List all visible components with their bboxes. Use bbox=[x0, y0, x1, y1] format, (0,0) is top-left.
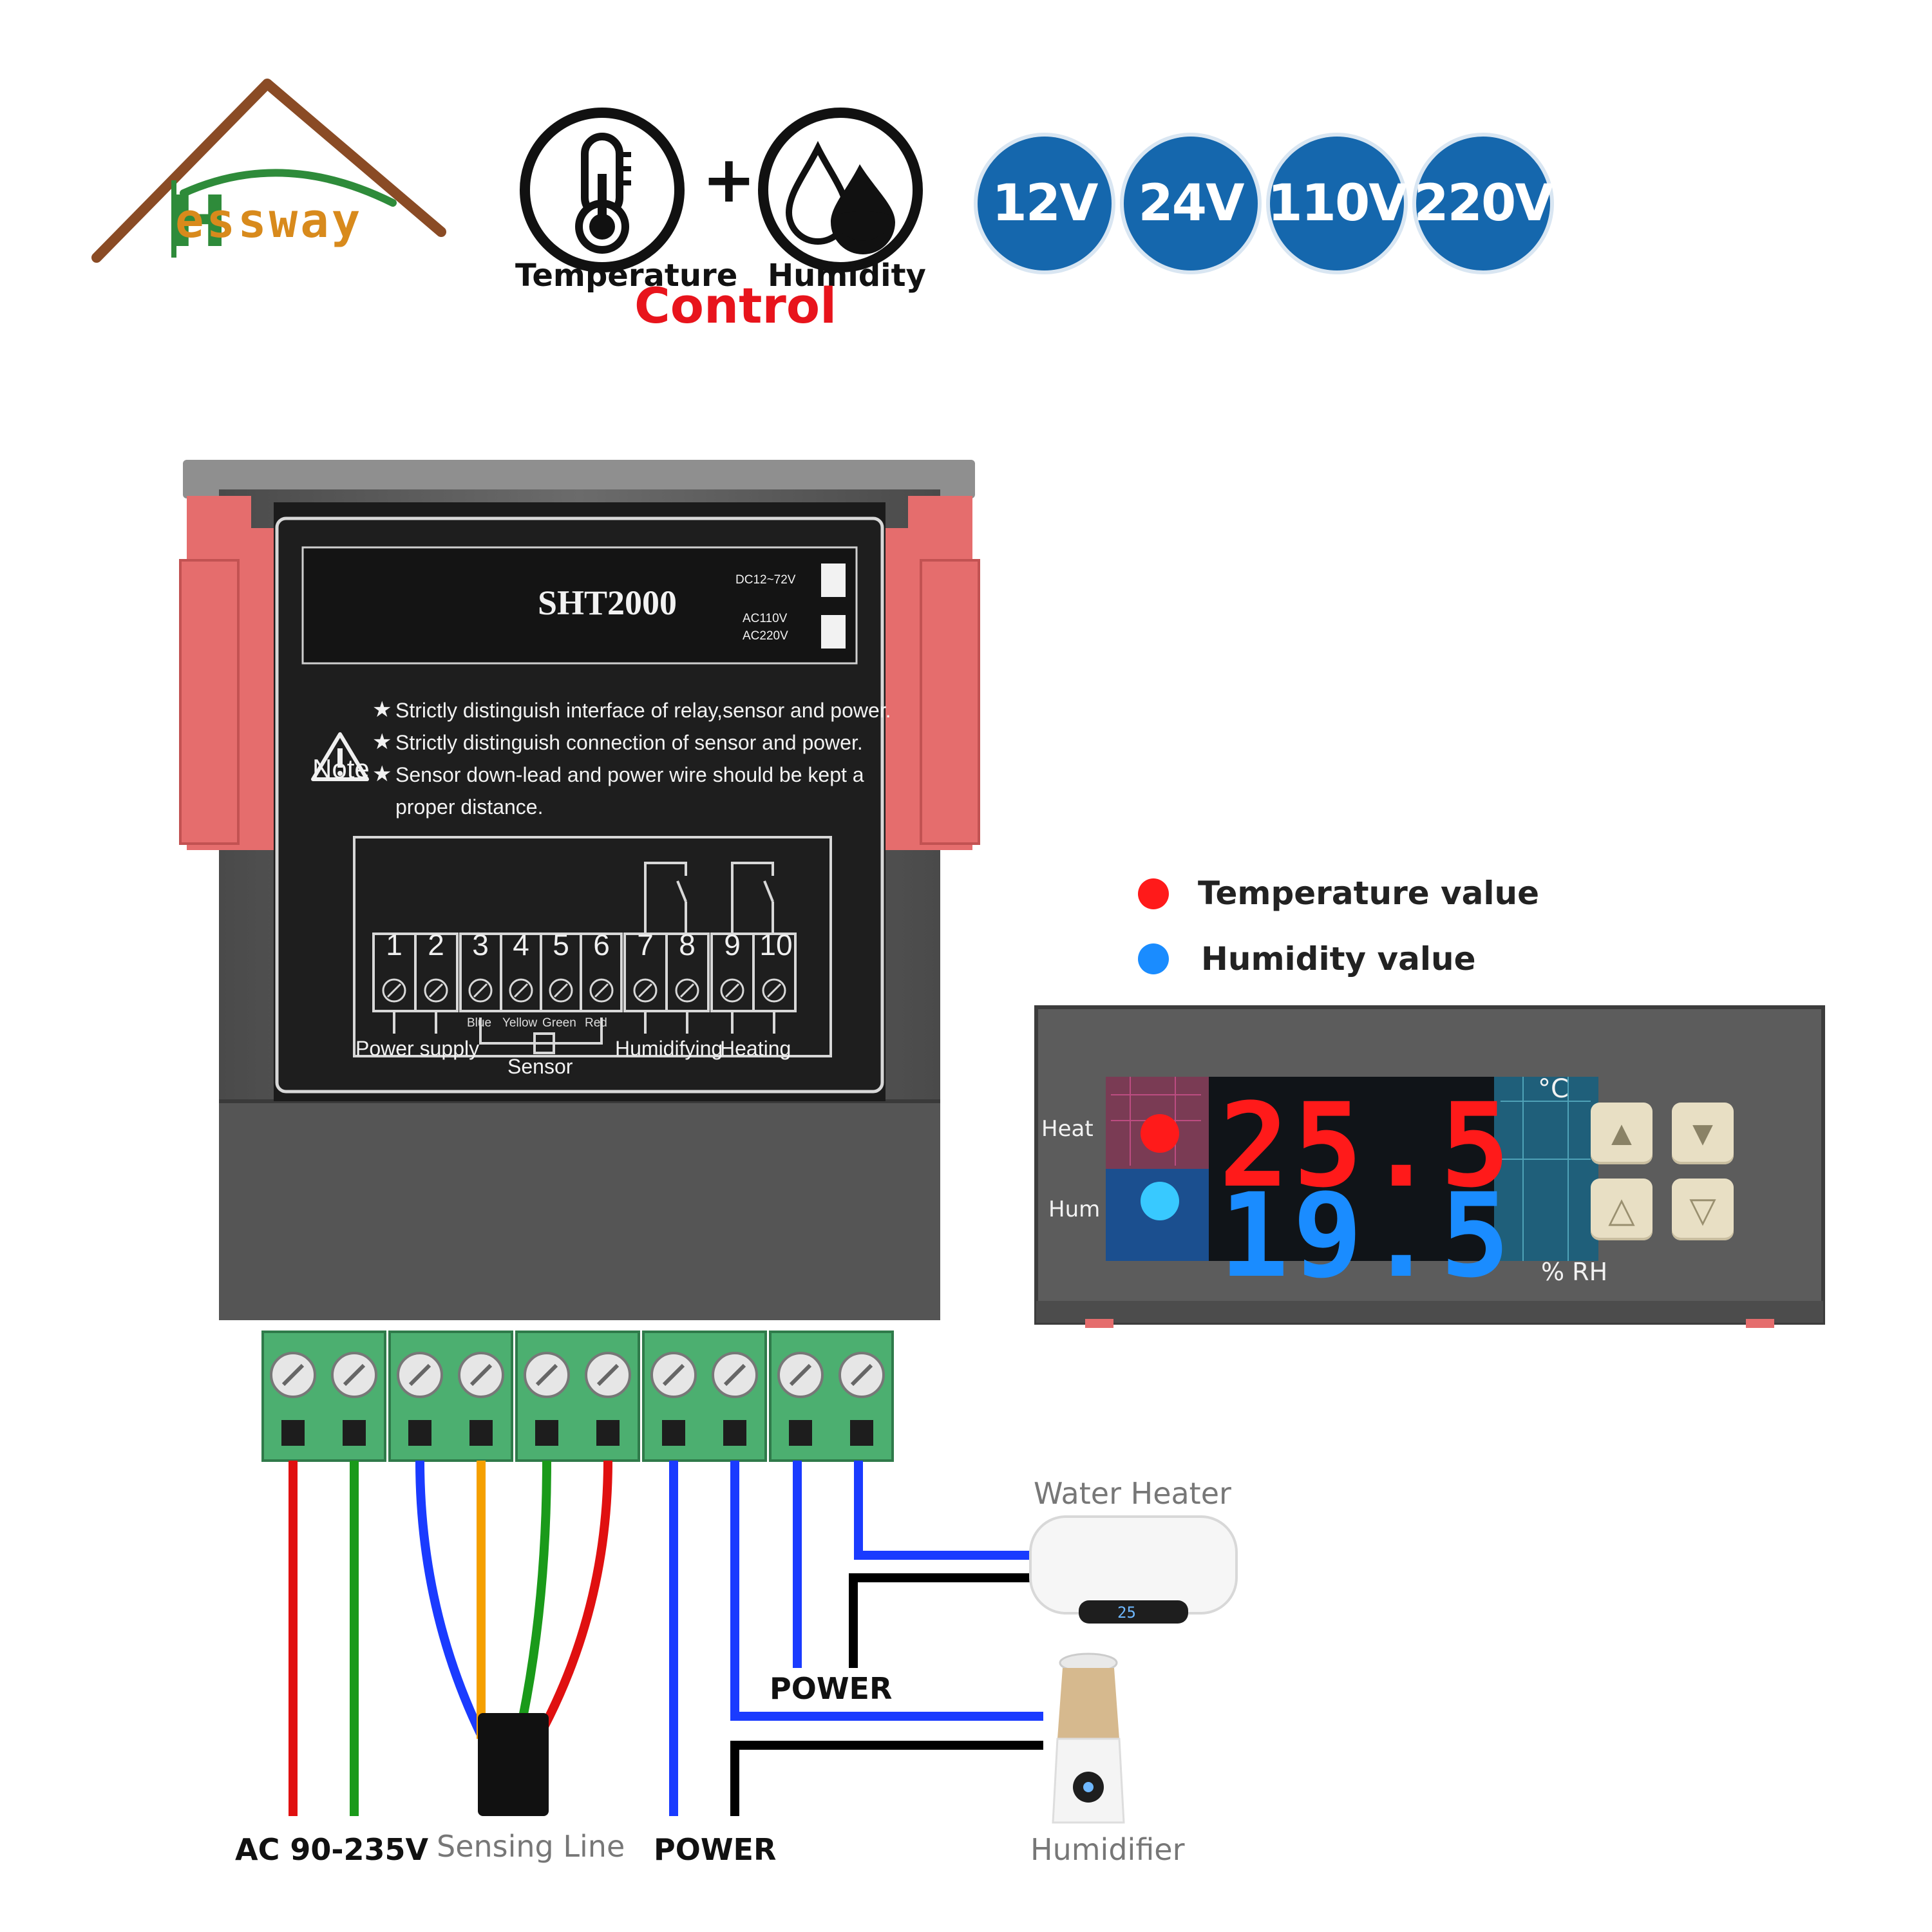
humidity-label: Humidity bbox=[768, 258, 926, 294]
hum-down-button[interactable]: ▽ bbox=[1672, 1179, 1734, 1240]
plus-sign: + bbox=[702, 142, 756, 217]
voltage-badge-110v: 110V bbox=[1267, 137, 1408, 270]
water-heater-label: Water Heater bbox=[1034, 1476, 1231, 1511]
hum-label: Hum bbox=[1048, 1197, 1101, 1222]
svg-text:25: 25 bbox=[1117, 1604, 1136, 1622]
model-name: SHT2000 bbox=[538, 583, 677, 622]
humidifier-icon bbox=[1052, 1653, 1125, 1824]
power-option-dc: DC12~72V bbox=[735, 573, 796, 587]
ac-input-label: AC 90-235V bbox=[235, 1832, 429, 1867]
rh-unit: % RH bbox=[1541, 1258, 1608, 1286]
terminal-1: 1 bbox=[386, 928, 402, 961]
temperature-display: 25.5 bbox=[1219, 1079, 1514, 1213]
note-star-3: ★ bbox=[372, 762, 392, 786]
group-heating: Heating bbox=[720, 1037, 791, 1060]
sensing-line-label: Sensing Line bbox=[437, 1829, 625, 1864]
humidity-drops-icon bbox=[758, 108, 923, 272]
terminal-blocks: 25 bbox=[261, 1331, 1238, 1824]
temp-down-button[interactable]: ▼ bbox=[1672, 1103, 1734, 1164]
temp-up-button[interactable]: ▲ bbox=[1591, 1103, 1653, 1164]
note-star-1: ★ bbox=[372, 697, 392, 722]
note-line-3: Sensor down-lead and power wire should b… bbox=[395, 763, 864, 786]
group-power-supply: Power supply bbox=[355, 1037, 480, 1060]
brand-logo bbox=[91, 79, 446, 263]
temperature-legend-dot bbox=[1138, 878, 1169, 909]
note-line-4: proper distance. bbox=[395, 795, 544, 819]
group-sensor: Sensor bbox=[507, 1055, 573, 1078]
power-option-ac110: AC110V bbox=[743, 612, 788, 625]
brand-initial: H bbox=[169, 180, 229, 263]
humidity-display: 19.5 bbox=[1219, 1169, 1514, 1303]
device-body bbox=[179, 460, 980, 1320]
terminal-2: 2 bbox=[428, 928, 444, 961]
temperature-label: Temperature bbox=[515, 258, 738, 294]
front-panel bbox=[1034, 1005, 1825, 1328]
sensor-wire-green-label: Green bbox=[542, 1016, 576, 1030]
note-line-1: Strictly distinguish interface of relay,… bbox=[395, 699, 891, 722]
power-option-ac220: AC220V bbox=[743, 629, 788, 643]
terminal-6: 6 bbox=[593, 928, 610, 961]
brand-name: essway bbox=[175, 193, 363, 249]
group-humidifying: Humidifying bbox=[615, 1037, 723, 1060]
hum-up-button[interactable]: △ bbox=[1591, 1179, 1653, 1240]
water-heater-icon: 25 bbox=[1029, 1515, 1238, 1624]
sensor-wire-red-label: Red bbox=[585, 1016, 607, 1030]
temperature-legend-label: Temperature value bbox=[1198, 875, 1540, 912]
terminal-8: 8 bbox=[679, 928, 696, 961]
voltage-badge-220v: 220V bbox=[1414, 137, 1554, 270]
terminal-10: 10 bbox=[759, 928, 793, 961]
terminal-7: 7 bbox=[637, 928, 654, 961]
sensor-wire-yellow-label: Yellow bbox=[502, 1016, 538, 1030]
terminal-4: 4 bbox=[513, 928, 529, 961]
celsius-unit: °C bbox=[1538, 1074, 1569, 1104]
heat-label: Heat bbox=[1041, 1116, 1094, 1142]
thermometer-icon bbox=[520, 108, 685, 272]
humidifier-label: Humidifier bbox=[1030, 1832, 1185, 1867]
humidity-legend-dot bbox=[1138, 943, 1169, 974]
note-star-2: ★ bbox=[372, 730, 392, 754]
warning-note-title: Note bbox=[312, 753, 370, 784]
voltage-badge-12v: 12V bbox=[978, 137, 1112, 270]
sensor-wire-blue-label: Blue bbox=[467, 1016, 492, 1030]
terminal-3: 3 bbox=[472, 928, 489, 961]
terminal-9: 9 bbox=[724, 928, 741, 961]
power-label-lower: POWER bbox=[654, 1832, 777, 1867]
control-label: Control bbox=[634, 277, 837, 334]
power-label-upper: POWER bbox=[770, 1671, 893, 1706]
terminal-5: 5 bbox=[553, 928, 569, 961]
voltage-badge-24v: 24V bbox=[1124, 137, 1258, 270]
humidity-legend-label: Humidity value bbox=[1201, 940, 1476, 978]
note-line-2: Strictly distinguish connection of senso… bbox=[395, 731, 863, 754]
